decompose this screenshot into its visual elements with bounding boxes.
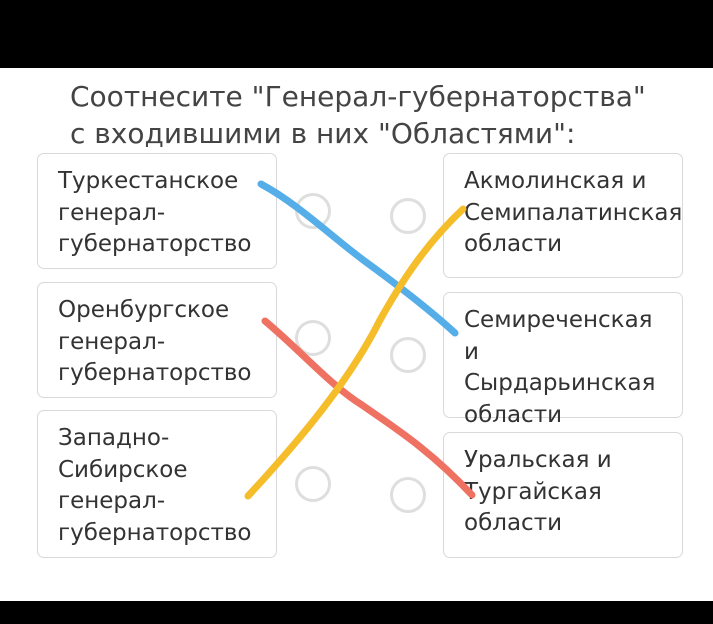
left-item-label: Туркестанское генерал-губернаторство [58, 168, 252, 257]
left-item-turkestan[interactable]: Туркестанское генерал-губернаторство [37, 153, 277, 269]
right-item-semirechye-syrdarya[interactable]: Семиреченская и Сырдарьинская области [443, 292, 683, 428]
question-text: Соотнесите "Генерал-губернаторства" с вх… [70, 80, 646, 150]
bottom-bar [0, 601, 713, 624]
right-item-label: Акмолинская и Семипалатинская области [464, 168, 683, 257]
right-item-akmola-semipalatinsk[interactable]: Акмолинская и Семипалатинская области [443, 153, 683, 278]
left-item-label: Западно-Сибирское генерал-губернаторство [58, 425, 252, 546]
left-connector-1[interactable] [295, 193, 331, 229]
left-connector-2[interactable] [295, 320, 331, 356]
right-item-label: Уральская и Тургайская области [464, 447, 612, 536]
right-item-label: Семиреченская и Сырдарьинская области [464, 307, 656, 428]
left-item-label: Оренбургское генерал-губернаторство [58, 297, 252, 386]
right-connector-3[interactable] [390, 477, 426, 513]
left-item-orenburg[interactable]: Оренбургское генерал-губернаторство [37, 282, 277, 398]
right-item-ural-turgay[interactable]: Уральская и Тургайская области [443, 432, 683, 558]
left-item-west-siberian[interactable]: Западно-Сибирское генерал-губернаторство [37, 410, 277, 558]
right-connector-2[interactable] [390, 337, 426, 373]
right-connector-1[interactable] [390, 198, 426, 234]
left-connector-3[interactable] [295, 466, 331, 502]
